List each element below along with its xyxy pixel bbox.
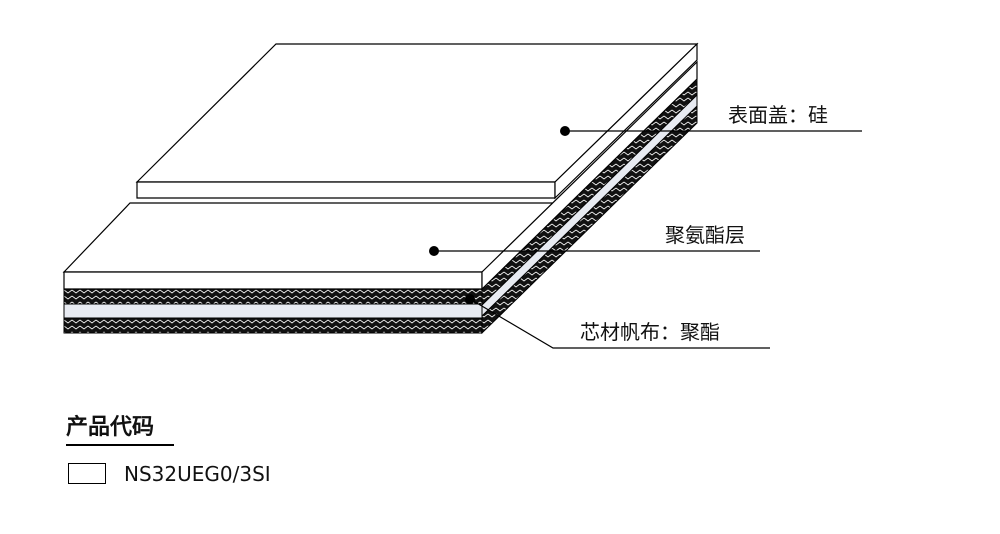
- leader-lines: [429, 126, 862, 349]
- cover-right-face: [554, 42, 698, 200]
- top-cover-label: 表面盖：硅: [728, 103, 828, 127]
- fabric-front-light: [63, 303, 483, 319]
- fabric-front-upper: [63, 288, 483, 305]
- heading-underline: [66, 444, 174, 446]
- pu-top-face: [62, 202, 567, 273]
- fabric-front-lower: [63, 317, 483, 334]
- pu-front-face: [63, 271, 483, 290]
- fabric-side-layers: [481, 77, 698, 335]
- fabric-front-layers: [63, 288, 483, 334]
- silicone-top-cover: [135, 42, 699, 200]
- core-fabric-leader-line: [469, 298, 770, 349]
- cover-front-face: [136, 181, 556, 199]
- middle-layer-label: 聚氨酯层: [665, 223, 745, 247]
- pu-right-face: [481, 60, 698, 291]
- product-code: NS32UEG0/3SI: [124, 462, 271, 486]
- core-fabric-label: 芯材帆布：聚酯: [580, 320, 720, 344]
- product-code-heading: 产品代码: [66, 415, 155, 440]
- polyurethane-layer: [62, 60, 698, 291]
- product-swatch: [68, 463, 106, 484]
